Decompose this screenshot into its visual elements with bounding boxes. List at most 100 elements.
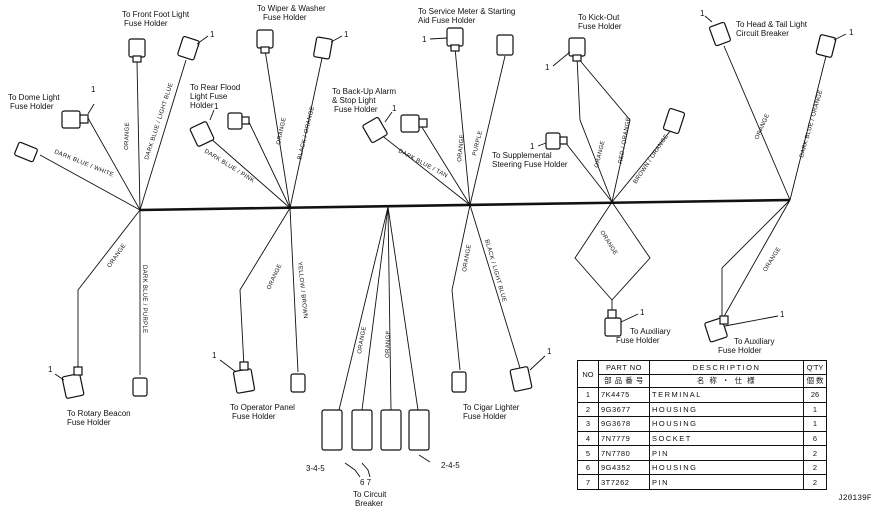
label-supplemental-1: To Supplemental bbox=[492, 151, 552, 160]
label-rotary-beacon-1: To Rotary Beacon bbox=[67, 409, 131, 418]
svg-text:6 7: 6 7 bbox=[360, 478, 372, 487]
row-desc: HOUSING bbox=[649, 401, 804, 418]
header-qty-jp: 個 数 bbox=[803, 373, 827, 389]
row-qty: 6 bbox=[803, 430, 827, 447]
label-head-tail-1: To Head & Tail Light bbox=[736, 20, 808, 29]
svg-text:BLACK / LIGHT BLUE: BLACK / LIGHT BLUE bbox=[483, 239, 507, 303]
label-auxiliary-1a: To Auxiliary bbox=[630, 327, 670, 336]
row-part: 7N7780 bbox=[598, 445, 650, 461]
row-part: 9G3678 bbox=[598, 416, 650, 432]
svg-text:1: 1 bbox=[545, 63, 550, 72]
svg-text:ORANGE: ORANGE bbox=[276, 117, 288, 145]
row-no: 5 bbox=[577, 445, 599, 461]
dome-light-connector bbox=[61, 110, 81, 129]
dark-blue-pink-connector bbox=[189, 121, 215, 147]
label-auxiliary-2a: To Auxiliary bbox=[734, 337, 774, 346]
junction-6-branches bbox=[721, 45, 827, 321]
location-labels: To Front Foot Light Fuse Holder To Wiper… bbox=[8, 4, 808, 508]
row-desc: HOUSING bbox=[649, 459, 804, 476]
svg-text:DARK BLUE / PURPLE: DARK BLUE / PURPLE bbox=[141, 265, 147, 333]
svg-text:ORANGE: ORANGE bbox=[266, 263, 283, 291]
svg-text:1: 1 bbox=[210, 30, 215, 39]
service-meter-connector-2 bbox=[496, 34, 514, 56]
row-desc: PIN bbox=[649, 474, 804, 490]
connectors bbox=[14, 21, 837, 451]
svg-text:1: 1 bbox=[392, 104, 397, 113]
label-supplemental-2: Steering Fuse Holder bbox=[492, 160, 568, 169]
wiper-washer-connector bbox=[256, 29, 274, 49]
operator-panel-connector bbox=[232, 368, 256, 394]
svg-text:1: 1 bbox=[700, 9, 705, 18]
parts-table: NO PART NO DESCRIPTION Q'TY 部 品 番 号 名 称 … bbox=[577, 359, 827, 490]
svg-text:ORANGE: ORANGE bbox=[457, 134, 466, 162]
header-qty: Q'TY bbox=[803, 360, 827, 375]
label-front-foot-light-2: Fuse Holder bbox=[124, 19, 168, 28]
svg-text:ORANGE: ORANGE bbox=[462, 244, 473, 272]
svg-text:BROWN / ORANGE: BROWN / ORANGE bbox=[633, 134, 671, 186]
row-desc: SOCKET bbox=[649, 430, 804, 447]
row-qty: 2 bbox=[803, 445, 827, 461]
label-kick-out-1: To Kick-Out bbox=[578, 13, 620, 22]
cigar-lighter-connector-2 bbox=[509, 366, 533, 392]
wiper-washer-connector-2 bbox=[313, 36, 333, 60]
label-cigar-lighter-1: To Cigar Lighter bbox=[463, 403, 520, 412]
svg-text:1: 1 bbox=[640, 308, 645, 317]
svg-text:DARK BLUE / PINK: DARK BLUE / PINK bbox=[203, 149, 255, 185]
row-desc: PIN bbox=[649, 445, 804, 461]
label-cigar-lighter-2: Fuse Holder bbox=[463, 412, 507, 421]
row-no: 6 bbox=[577, 459, 599, 476]
operator-panel-connector-2 bbox=[290, 373, 306, 393]
svg-text:1: 1 bbox=[91, 85, 96, 94]
svg-text:1: 1 bbox=[547, 347, 552, 356]
header-description-jp: 名 称 ・ 仕 様 bbox=[649, 373, 804, 389]
brown-orange-connector bbox=[662, 107, 686, 135]
kick-out-connector bbox=[568, 37, 586, 57]
service-meter-connector bbox=[446, 27, 464, 47]
row-qty: 2 bbox=[803, 474, 827, 490]
row-part: 9G4352 bbox=[598, 459, 650, 476]
rear-flood-connector bbox=[227, 112, 243, 130]
label-auxiliary-1b: Fuse Holder bbox=[616, 336, 660, 345]
svg-text:ORANGE: ORANGE bbox=[124, 122, 131, 150]
row-part: 7K4475 bbox=[598, 387, 650, 403]
label-wiper-washer-1: To Wiper & Washer bbox=[257, 4, 326, 13]
svg-text:BLACK / ORANGE: BLACK / ORANGE bbox=[297, 106, 316, 161]
auxiliary-1-connector bbox=[604, 317, 622, 337]
label-rear-flood-3: Holder bbox=[190, 101, 214, 110]
junction-5-branches bbox=[564, 56, 677, 318]
svg-text:3-4-5: 3-4-5 bbox=[306, 464, 325, 473]
svg-text:ORANGE: ORANGE bbox=[385, 330, 392, 358]
row-no: 4 bbox=[577, 430, 599, 447]
label-kick-out-2: Fuse Holder bbox=[578, 22, 622, 31]
junction-1-branches bbox=[39, 59, 187, 375]
head-tail-connector-2 bbox=[815, 34, 837, 58]
row-part: 7N7779 bbox=[598, 430, 650, 447]
svg-text:YELLOW / BROWN: YELLOW / BROWN bbox=[296, 262, 308, 320]
front-foot-light-connector bbox=[128, 38, 146, 58]
label-operator-panel-2: Fuse Holder bbox=[232, 412, 276, 421]
wire-color-labels: DARK BLUE / WHITE ORANGE DARK BLUE / LIG… bbox=[53, 82, 824, 358]
svg-text:RED / ORANGE: RED / ORANGE bbox=[618, 117, 632, 165]
svg-text:1: 1 bbox=[780, 310, 785, 319]
label-circuit-breaker-2: Breaker bbox=[355, 499, 383, 508]
junction-4-branches bbox=[379, 47, 521, 371]
row-no: 7 bbox=[577, 474, 599, 490]
callout-numbers: 1 1 1 1 1 1 1 1 1 1 1 1 1 1 1 3-4-5 6 7 … bbox=[48, 9, 854, 487]
svg-text:2-4-5: 2-4-5 bbox=[441, 461, 460, 470]
svg-text:1: 1 bbox=[849, 28, 854, 37]
label-wiper-washer-2: Fuse Holder bbox=[263, 13, 307, 22]
figure-code: J20139F bbox=[838, 494, 872, 503]
svg-text:1: 1 bbox=[530, 142, 535, 151]
main-harness-trunk bbox=[139, 198, 791, 212]
dark-blue-white-connector bbox=[14, 141, 38, 163]
callout-leaders bbox=[54, 15, 847, 478]
label-circuit-breaker-1: To Circuit bbox=[353, 490, 387, 499]
row-no: 2 bbox=[577, 401, 599, 418]
rotary-beacon-connector-2 bbox=[132, 377, 148, 397]
label-head-tail-2: Circuit Breaker bbox=[736, 29, 789, 38]
svg-text:ORANGE: ORANGE bbox=[107, 243, 128, 269]
